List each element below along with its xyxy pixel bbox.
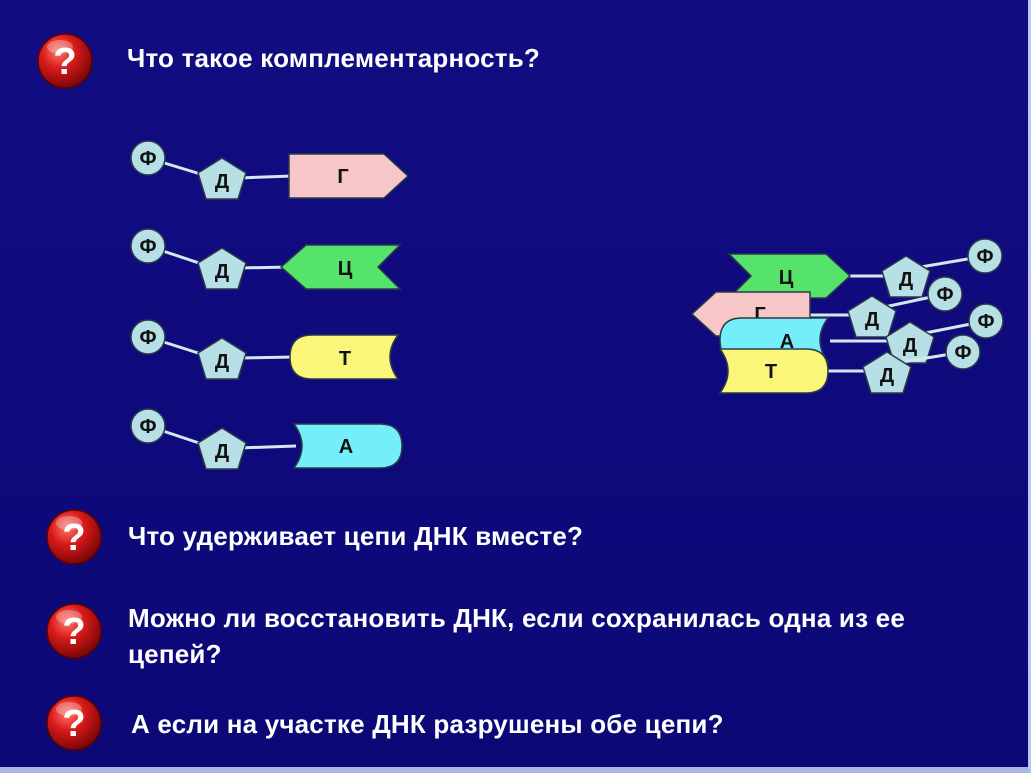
question-mark-icon: ? — [37, 33, 93, 89]
strand-nucleotide-c: Ц Д Ф — [727, 238, 1003, 299]
phosphate-label: Ф — [936, 284, 953, 306]
phosphate-circle — [945, 334, 981, 370]
phosphate-label: Ф — [139, 236, 156, 258]
phosphate-circle — [967, 238, 1003, 274]
phosphate-label: Ф — [139, 148, 156, 170]
question-1-text: Что такое комплементарность? — [127, 43, 541, 73]
sugar-pentagon — [847, 295, 897, 338]
phosphate-circle — [130, 228, 166, 264]
base-c-shape — [727, 253, 852, 299]
base-c-shape — [279, 244, 402, 290]
question-4-text: А если на участке ДНК разрушены обе цепи… — [131, 709, 724, 739]
base-g-label: Г — [754, 304, 765, 326]
sugar-pentagon — [885, 321, 935, 364]
phosphate-label: Ф — [139, 327, 156, 349]
base-t-shape — [289, 334, 400, 380]
question-mark-icon: ? — [46, 509, 102, 565]
base-t-label: Т — [765, 361, 777, 383]
phosphate-circle — [130, 319, 166, 355]
base-a-label: А — [339, 436, 353, 458]
nucleotide-c: Ф Д Ц — [130, 228, 402, 290]
phosphate-label: Ф — [976, 246, 993, 268]
question-mark-glyph: ? — [62, 703, 85, 745]
sugar-label: Д — [865, 309, 879, 331]
sugar-pentagon — [197, 337, 247, 380]
sugar-label: Д — [215, 261, 229, 283]
question-mark-glyph: ? — [53, 41, 76, 83]
sugar-pentagon — [197, 157, 247, 200]
sugar-pentagon — [197, 427, 247, 470]
nucleotide-g: Ф Д Г — [130, 140, 410, 200]
sugar-label: Д — [899, 269, 913, 291]
question-3-text: Можно ли восстановить ДНК, если сохранил… — [128, 603, 905, 669]
base-a-label: А — [780, 331, 794, 353]
question-mark-glyph: ? — [62, 517, 85, 559]
sugar-pentagon — [197, 247, 247, 290]
nucleotide-a: Ф Д А — [130, 408, 403, 470]
phosphate-label: Ф — [954, 342, 971, 364]
base-g-label: Г — [337, 166, 348, 188]
phosphate-circle — [130, 408, 166, 444]
sugar-label: Д — [215, 171, 229, 193]
base-c-label: Ц — [779, 267, 794, 289]
sugar-label: Д — [215, 441, 229, 463]
base-c-label: Ц — [338, 258, 353, 280]
question-mark-icon: ? — [46, 603, 102, 659]
base-a-shape — [292, 423, 403, 469]
phosphate-label: Ф — [977, 311, 994, 333]
sugar-label: Д — [903, 335, 917, 357]
sugar-pentagon — [862, 351, 912, 394]
strand-nucleotide-t: Т Д Ф — [718, 334, 981, 394]
phosphate-circle — [130, 140, 166, 176]
phosphate-circle — [968, 303, 1004, 339]
sugar-pentagon — [881, 255, 931, 298]
base-t-label: Т — [339, 348, 351, 370]
strand-nucleotide-a: А Д Ф — [719, 303, 1004, 364]
nucleotide-t: Ф Д Т — [130, 319, 400, 380]
base-t-shape — [718, 348, 829, 394]
phosphate-label: Ф — [139, 416, 156, 438]
question-mark-icon: ? — [46, 695, 102, 751]
phosphate-circle — [927, 276, 963, 312]
question-2-text: Что удерживает цепи ДНК вместе? — [128, 521, 584, 551]
sugar-label: Д — [215, 351, 229, 373]
question-mark-glyph: ? — [62, 611, 85, 653]
base-g-shape — [288, 153, 410, 199]
sugar-label: Д — [880, 365, 894, 387]
